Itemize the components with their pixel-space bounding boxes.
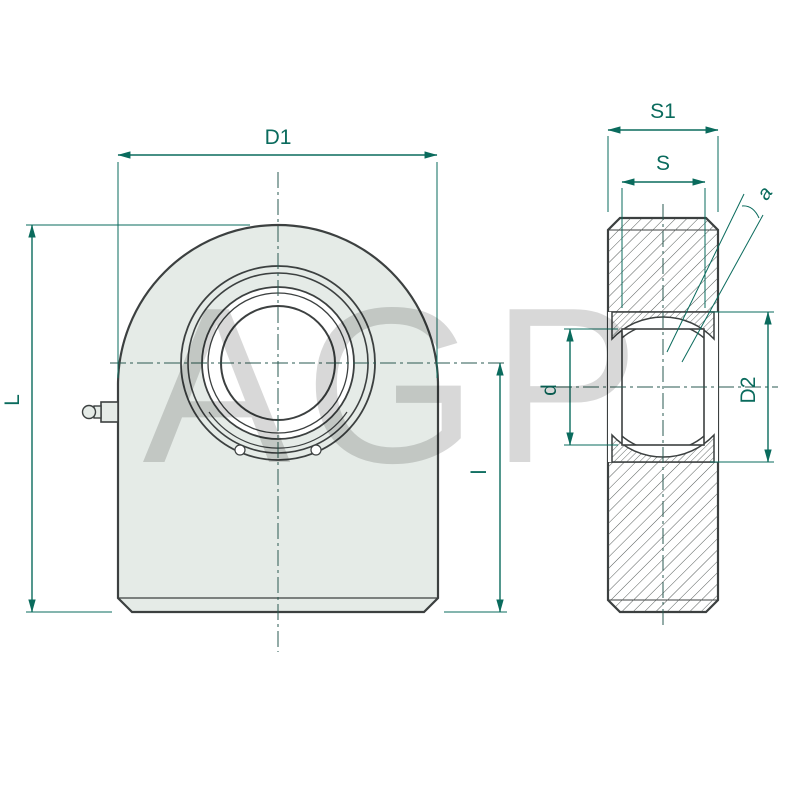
front-view: [81, 172, 508, 652]
outer-ring-bottom-section: [611, 433, 715, 463]
dim-label-s: S: [656, 152, 670, 175]
angle-leader-lines: [666, 193, 764, 363]
staking-rivet-right: [310, 444, 322, 456]
dim-label-angle: a: [753, 183, 777, 205]
staking-rivet-left: [234, 444, 246, 456]
dim-label-d2: D2: [737, 377, 760, 404]
dim-label-length: L: [1, 394, 24, 406]
side-view: [556, 204, 778, 626]
dimensions: [26, 126, 774, 613]
outer-ring-top-section: [611, 311, 715, 341]
extension-lines: [26, 136, 774, 613]
dimension-labels: D1 L l S1 S a d D2: [1, 100, 777, 474]
dim-label-lower-length: l: [468, 470, 491, 475]
dim-label-s1: S1: [650, 100, 676, 123]
dim-label-d1: D1: [265, 126, 292, 149]
dim-label-bore: d: [538, 384, 561, 396]
watermark-text: AGP: [143, 262, 654, 510]
grease-nipple: [81, 401, 119, 423]
